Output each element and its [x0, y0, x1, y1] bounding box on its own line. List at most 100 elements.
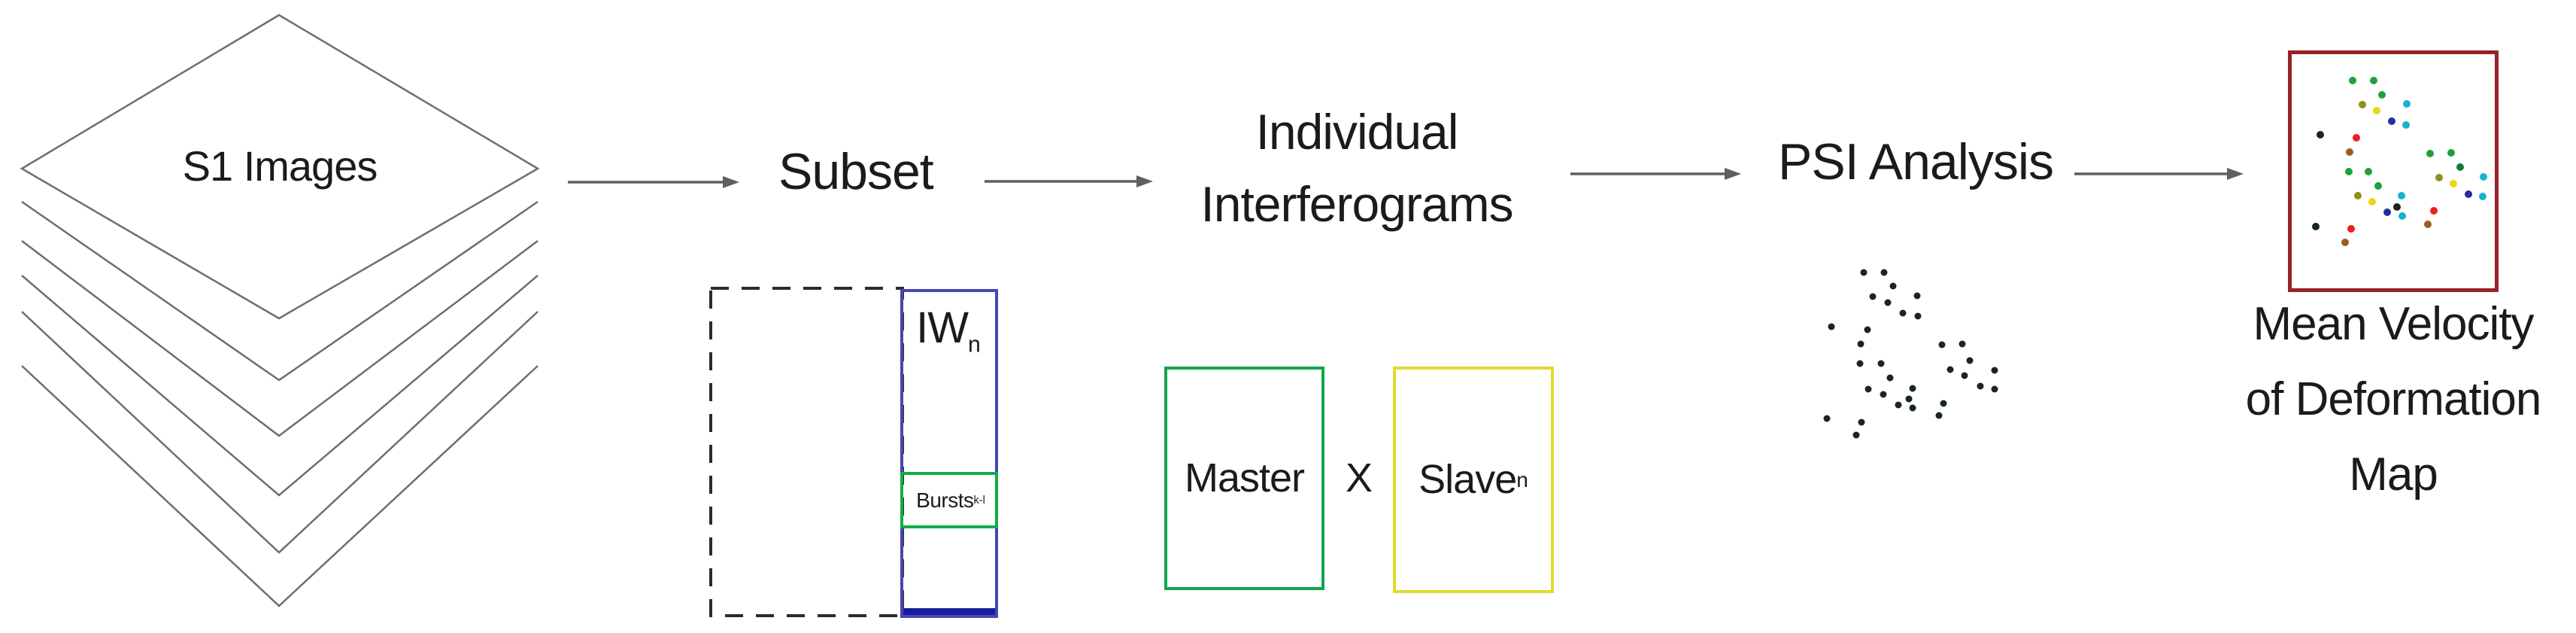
deformation-map-label: Mean Velocity of Deformation Map [2205, 287, 2576, 513]
psi-scatter-dot [1880, 391, 1887, 398]
interferograms-node-label: Individual Interferograms [1169, 96, 1545, 240]
flow-arrow-head-4 [2227, 168, 2244, 180]
psi-scatter-dot [1857, 340, 1864, 348]
psi-scatter-dot [1858, 418, 1865, 426]
psi-scatter-dot [1823, 415, 1831, 422]
bursts-strip-box [900, 472, 998, 528]
psi-scatter-dot [1935, 412, 1943, 419]
psi-scatter-dot [1959, 340, 1966, 348]
map-scatter-dot [2447, 149, 2455, 157]
psi-analysis-node-label: PSI Analysis [1778, 133, 2054, 190]
psi-scatter-dot [1864, 326, 1871, 333]
map-scatter-dot [2373, 107, 2380, 114]
map-scatter-dot [2388, 117, 2395, 125]
s1-stack-sheet-6 [21, 365, 539, 607]
map-scatter-dot [2354, 192, 2362, 199]
master-image-box [1164, 367, 1324, 590]
psi-scatter-dot [1991, 367, 1998, 374]
subset-extent-dashed-box [709, 287, 904, 617]
psi-scatter-dot [1966, 357, 1974, 364]
map-scatter-dot [2341, 239, 2349, 246]
map-label-line2: of Deformation [2245, 373, 2542, 425]
master-label: Master [1184, 455, 1305, 501]
map-scatter-dot [2426, 150, 2434, 157]
s1-stack-sheet-5 [21, 311, 539, 554]
psi-scatter-dot [1961, 372, 1968, 379]
psi-scatter-dot [1884, 299, 1892, 306]
map-scatter-dot [2393, 203, 2401, 211]
psi-scatter-dot [1899, 309, 1907, 317]
map-scatter-dot [2345, 168, 2353, 175]
map-scatter-dot [2383, 208, 2391, 216]
map-scatter-dot [2349, 77, 2356, 84]
map-scatter-dot [2374, 182, 2382, 190]
psi-scatter-dot [1905, 395, 1913, 403]
map-scatter-dot [2370, 77, 2377, 84]
psi-scatter-dot [1938, 341, 1946, 348]
psi-scatter-dot [1991, 385, 1998, 393]
s1-stack-top-sheet [20, 14, 540, 320]
iw-label: IWn [916, 303, 981, 358]
map-scatter-dot [2359, 101, 2366, 108]
psi-scatter-dot [1864, 385, 1872, 393]
map-scatter-dot [2479, 193, 2486, 200]
map-scatter-dot [2403, 100, 2411, 108]
map-scatter-dot [2399, 212, 2406, 220]
map-scatter-dot [2346, 148, 2353, 156]
deformation-map-box [2288, 50, 2499, 292]
map-scatter-dot [2450, 180, 2457, 187]
s1-images-node: S1 Images [22, 15, 538, 318]
psi-scatter-dot [1886, 374, 1894, 382]
map-scatter-dot [2430, 207, 2438, 215]
interferograms-label-line1: Individual [1255, 104, 1459, 160]
iw-swath-bottom-strip [903, 608, 995, 615]
psi-scatter-dot [1889, 282, 1897, 290]
map-scatter-dot [2368, 198, 2376, 205]
interferograms-label-line2: Interferograms [1200, 176, 1513, 232]
map-scatter-dot [2312, 223, 2320, 230]
map-scatter-dot [2365, 168, 2372, 175]
psi-scatter-dot [1909, 385, 1916, 392]
map-scatter-dot [2398, 192, 2405, 199]
psi-scatter-dot [1880, 269, 1888, 276]
s1-stack-sheet-4 [21, 275, 539, 497]
psi-scatter-dot [1977, 382, 1984, 390]
s1-stack-sheet-2 [21, 200, 539, 382]
slave-image-box [1393, 367, 1554, 593]
psi-scatter-dot [1946, 366, 1954, 373]
flow-arrow-head-2 [1136, 175, 1153, 187]
psi-scatter-dot [1909, 404, 1916, 412]
psi-scatter-dot [1895, 401, 1902, 409]
map-scatter-dot [2402, 121, 2410, 129]
iw-subscript: n [968, 332, 981, 358]
map-scatter-dot [2317, 131, 2324, 138]
psi-scatter-dot [1869, 293, 1877, 300]
psi-scatter-dot [1877, 360, 1885, 367]
psi-scatter-dot [1860, 269, 1868, 276]
subset-node-label: Subset [778, 143, 934, 200]
map-scatter-dot [2480, 173, 2487, 181]
psi-scatter-dot [1914, 312, 1922, 320]
map-scatter-dot [2378, 91, 2386, 99]
psi-scatter-dot [1940, 400, 1947, 407]
psi-scatter-dot [1828, 323, 1835, 330]
map-scatter-dot [2435, 174, 2443, 181]
psi-scatter-dot [1852, 431, 1860, 439]
map-label-line1: Mean Velocity [2253, 298, 2535, 350]
flow-arrow-head-1 [723, 176, 739, 188]
cross-operator-label: X [1345, 455, 1373, 501]
flow-arrow-head-3 [1725, 168, 1741, 180]
map-scatter-dot [2347, 225, 2355, 233]
s1-stack-sheet-3 [21, 240, 539, 437]
psi-scatter-dot [1913, 292, 1921, 300]
psi-scatter-dot [1856, 360, 1864, 367]
map-label-line3: Map [2349, 449, 2438, 501]
iw-swath-box [900, 289, 998, 618]
map-scatter-dot [2465, 190, 2472, 198]
map-scatter-dot [2424, 221, 2432, 228]
map-scatter-dot [2456, 163, 2464, 171]
